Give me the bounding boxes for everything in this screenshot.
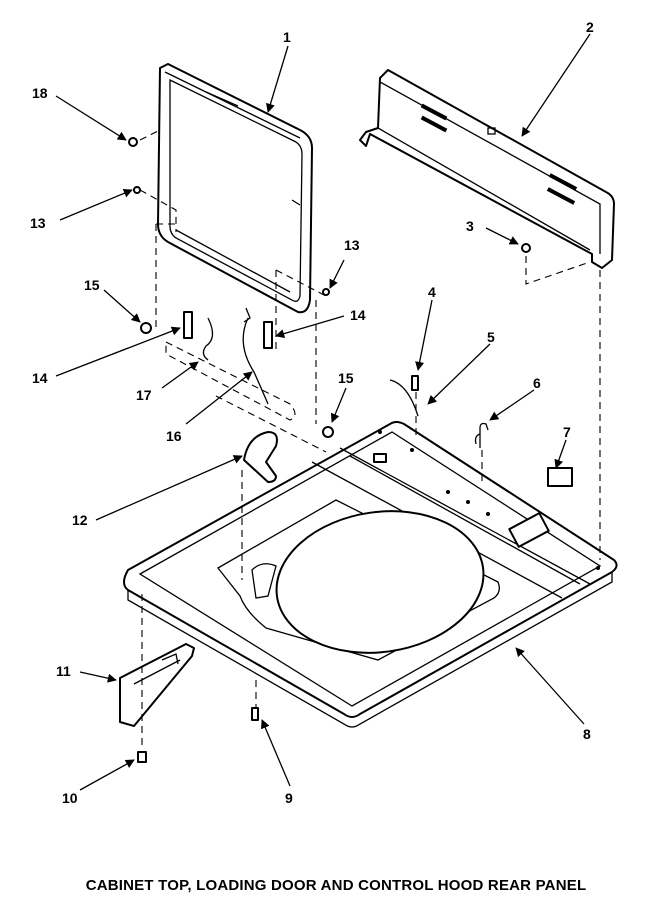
callout-14-left: 14 bbox=[32, 370, 48, 386]
callout-5: 5 bbox=[487, 329, 495, 345]
leader-arrows bbox=[55, 33, 591, 791]
rear-label-plate bbox=[547, 467, 573, 487]
callout-13-left: 13 bbox=[30, 215, 46, 231]
callout-14-right: 14 bbox=[350, 307, 366, 323]
callout-8: 8 bbox=[583, 726, 591, 742]
fasteners bbox=[128, 137, 531, 763]
cabinet-top bbox=[123, 421, 618, 728]
callout-10: 10 bbox=[62, 790, 78, 806]
loading-door-handle bbox=[243, 431, 278, 483]
callout-15-left: 15 bbox=[84, 277, 100, 293]
callout-9: 9 bbox=[285, 790, 293, 806]
callout-2: 2 bbox=[586, 19, 594, 35]
diagram-caption: CABINET TOP, LOADING DOOR AND CONTROL HO… bbox=[85, 877, 587, 894]
callout-15-right: 15 bbox=[338, 370, 354, 386]
door-hinges bbox=[183, 311, 273, 349]
callout-4: 4 bbox=[428, 284, 436, 300]
hinge-bracket bbox=[119, 643, 195, 727]
control-hood-rear-panel bbox=[359, 69, 615, 269]
assembly-lines bbox=[139, 129, 601, 748]
callout-6: 6 bbox=[533, 375, 541, 391]
callout-3: 3 bbox=[466, 218, 474, 234]
loading-door bbox=[157, 63, 313, 314]
callout-18: 18 bbox=[32, 85, 48, 101]
callout-12: 12 bbox=[72, 512, 88, 528]
door-spring bbox=[202, 317, 214, 361]
door-cable bbox=[242, 307, 269, 405]
callout-7: 7 bbox=[563, 424, 571, 440]
callout-1: 1 bbox=[283, 29, 291, 45]
callout-13-right: 13 bbox=[344, 237, 360, 253]
callout-11: 11 bbox=[56, 663, 71, 679]
callout-16: 16 bbox=[166, 428, 182, 444]
callout-17: 17 bbox=[136, 387, 152, 403]
wire-hook bbox=[474, 422, 489, 448]
